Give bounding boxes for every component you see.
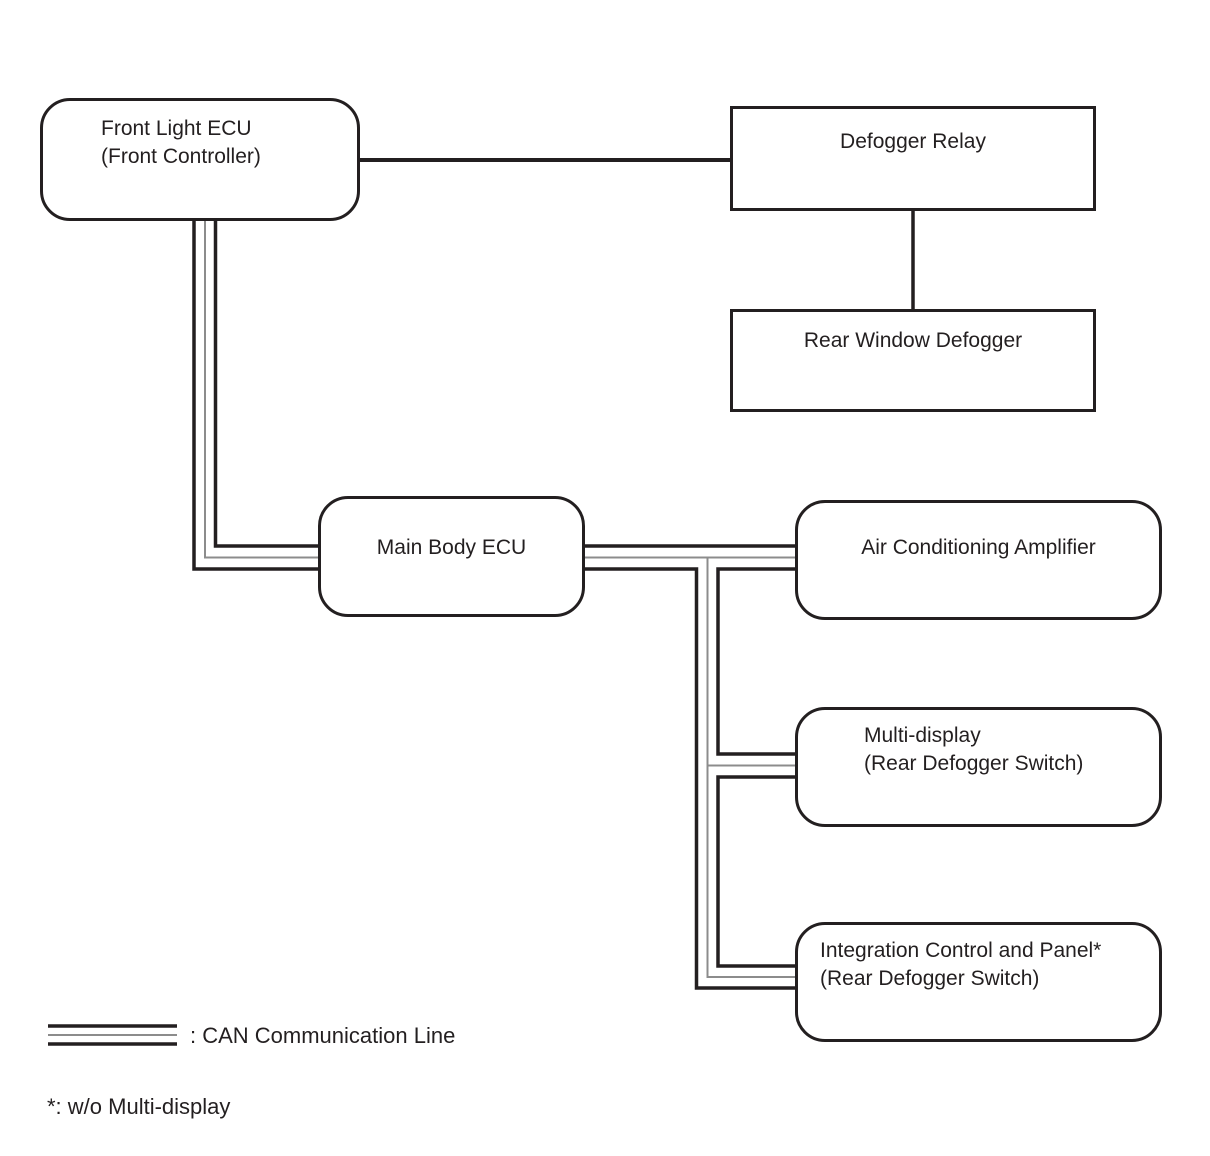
can-branch-inner-upper: [716, 567, 797, 756]
node-defogger-relay-label: Defogger Relay: [840, 130, 986, 153]
can-branch-inner-lower: [716, 775, 797, 968]
node-defogger-relay: Defogger Relay: [730, 106, 1096, 211]
node-integration-control-panel-label-line1: Integration Control and Panel*: [820, 939, 1102, 962]
node-integration-control-panel: Integration Control and Panel* (Rear Def…: [795, 922, 1162, 1042]
node-air-conditioning-amplifier-label: Air Conditioning Amplifier: [861, 536, 1096, 559]
node-air-conditioning-amplifier: Air Conditioning Amplifier: [795, 500, 1162, 620]
can-line-flecu-mbecu-outer2: [192, 219, 320, 571]
can-line-flecu-mbecu-outer1: [213, 219, 320, 548]
node-front-light-ecu: Front Light ECU (Front Controller): [40, 98, 360, 221]
can-line-flecu-mbecu-center: [204, 219, 320, 559]
node-rear-window-defogger-label: Rear Window Defogger: [803, 329, 1023, 352]
can-branch-center: [706, 557, 797, 978]
node-multi-display-label-line2: (Rear Defogger Switch): [864, 752, 1084, 775]
node-rear-window-defogger: Rear Window Defogger: [730, 309, 1096, 412]
node-multi-display-label-line1: Multi-display: [864, 724, 981, 747]
legend-can-label: : CAN Communication Line: [190, 1023, 456, 1048]
node-front-light-ecu-label-line1: Front Light ECU: [101, 117, 252, 140]
node-integration-control-panel-label-line2: (Rear Defogger Switch): [820, 967, 1040, 990]
node-multi-display: Multi-display (Rear Defogger Switch): [795, 707, 1162, 827]
can-branch-outer-left: [583, 567, 797, 990]
node-main-body-ecu-label: Main Body ECU: [376, 536, 527, 559]
footnote: *: w/o Multi-display: [47, 1094, 231, 1119]
node-main-body-ecu: Main Body ECU: [318, 496, 585, 617]
node-front-light-ecu-label-line2: (Front Controller): [101, 145, 261, 168]
